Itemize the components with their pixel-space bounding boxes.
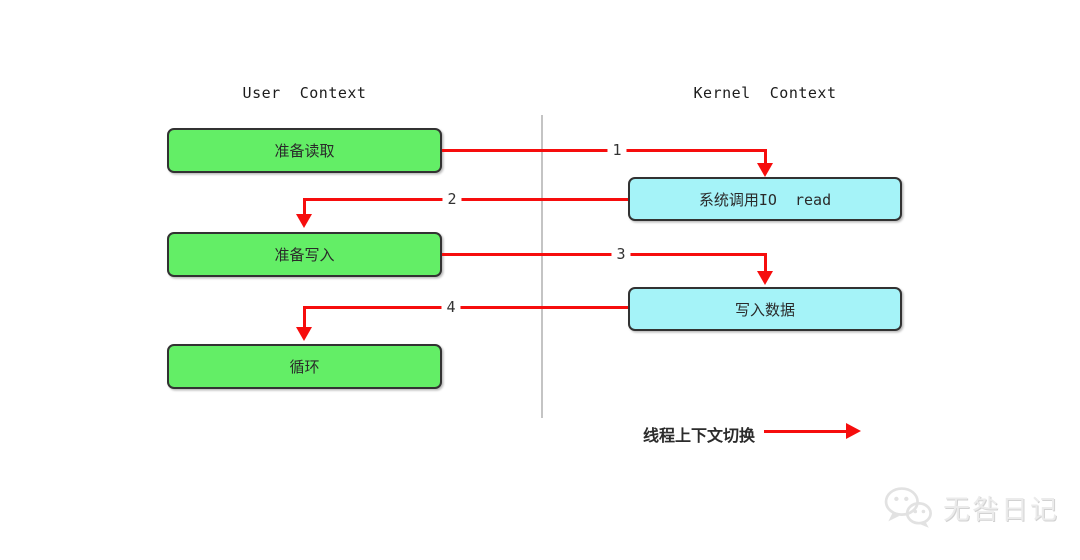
arrowhead-down-icon: [757, 163, 773, 177]
node-label: 写入数据: [734, 300, 795, 319]
legend-label: 线程上下文切换: [643, 426, 756, 445]
node-syscall-io-read: 系统调用IO read: [628, 177, 902, 221]
node-loop: 循环: [167, 344, 442, 389]
arrow-line: [303, 198, 306, 215]
arrow-line: [306, 306, 628, 309]
arrowhead-down-icon: [296, 214, 312, 228]
arrow-step-label: 1: [607, 142, 627, 159]
user-context-title: User Context: [242, 84, 367, 102]
node-label: 系统调用IO read: [698, 190, 832, 209]
node-prepare-read: 准备读取: [167, 128, 442, 173]
arrow-line: [306, 198, 628, 201]
arrow-step-label: 3: [611, 246, 631, 263]
arrow-line: [764, 149, 767, 164]
legend-arrow-line: [764, 430, 847, 433]
watermark-text: 无咎日记: [943, 494, 1059, 526]
node-label: 准备读取: [274, 142, 335, 160]
arrow-line: [303, 306, 306, 328]
arrow-line: [764, 253, 767, 272]
kernel-context-title: Kernel Context: [693, 84, 837, 102]
arrow-step-label: 4: [441, 299, 461, 316]
arrow-line: [442, 149, 766, 152]
arrowhead-down-icon: [296, 327, 312, 341]
context-divider-line: [541, 115, 543, 418]
arrowhead-down-icon: [757, 271, 773, 285]
node-prepare-write: 准备写入: [167, 232, 442, 277]
node-label: 准备写入: [274, 246, 335, 264]
arrow-step-label: 2: [442, 191, 462, 208]
node-label: 循环: [289, 358, 320, 376]
arrowhead-right-icon: [846, 423, 861, 439]
node-write-data: 写入数据: [628, 287, 902, 331]
arrow-line: [442, 253, 766, 256]
watermark: 无咎日记: [882, 484, 1059, 530]
wechat-icon: [884, 487, 932, 528]
